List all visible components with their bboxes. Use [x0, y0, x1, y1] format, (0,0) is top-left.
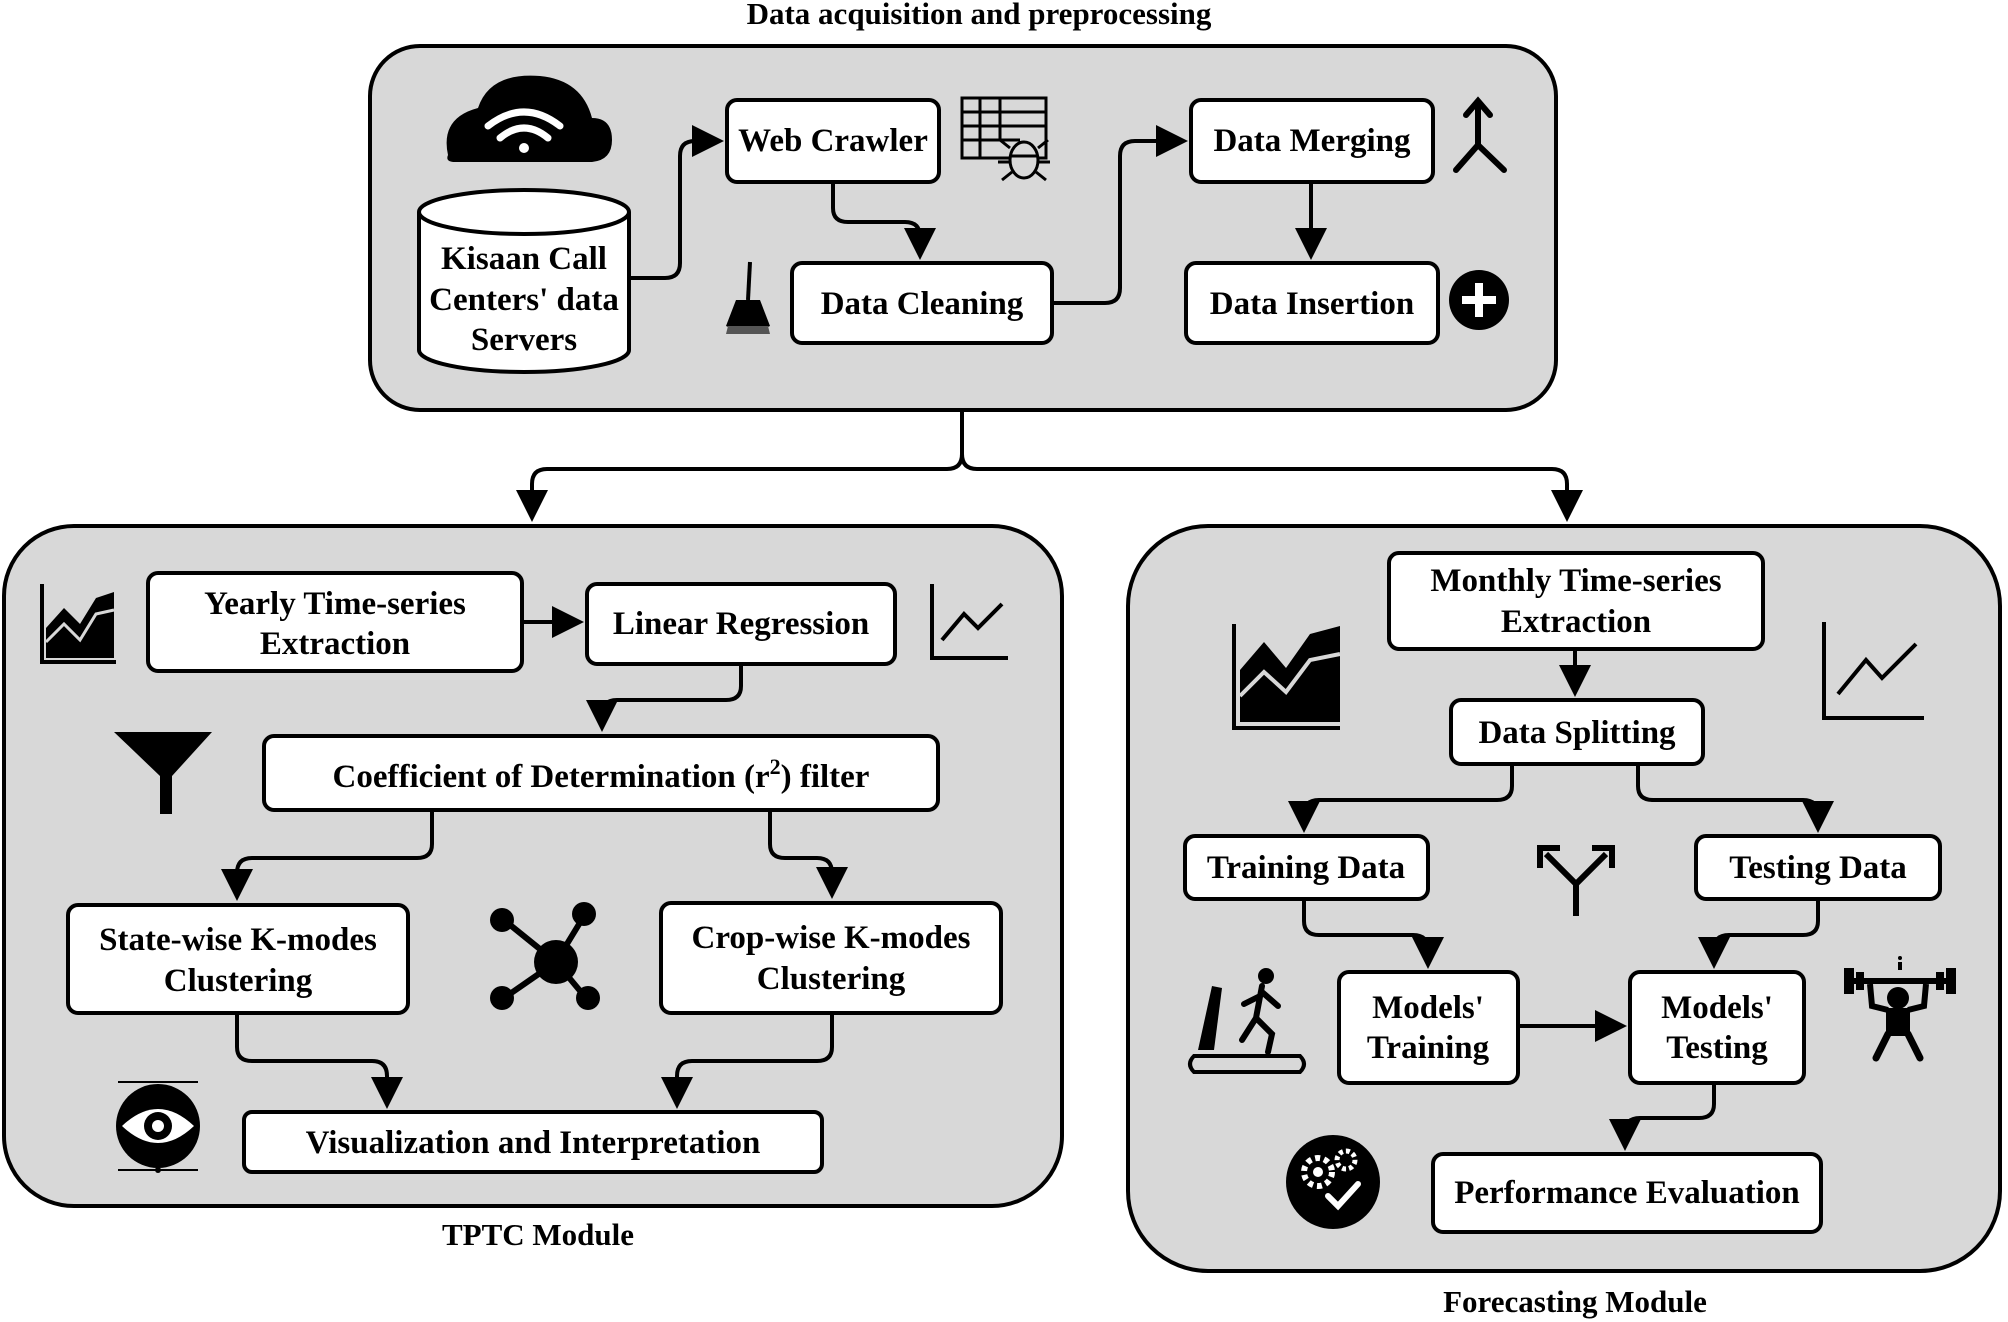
coefficient-filter-label: Coefficient of Determination (r2) filter — [333, 754, 870, 795]
testing-data-box — [1694, 834, 1942, 901]
training-data-box — [1183, 834, 1430, 901]
crop-clustering-box — [659, 901, 1003, 1015]
yearly-extraction-line-1: Yearly Time-series — [204, 586, 466, 622]
linear-regression-box — [585, 582, 897, 666]
servers-line-3: Servers — [471, 322, 577, 358]
area-chart-icon-forecast — [1232, 624, 1341, 730]
gears-check-icon — [1286, 1135, 1380, 1229]
data-merging-label: Data Merging — [1213, 123, 1411, 159]
cloud-wifi-icon — [446, 75, 612, 162]
funnel-icon — [114, 732, 212, 814]
split-arrows-icon — [1537, 845, 1615, 916]
web-crawler-box — [725, 98, 941, 184]
yearly-extraction-line-2: Extraction — [260, 626, 410, 662]
data-splitting-box — [1449, 698, 1705, 766]
data-splitting-label: Data Splitting — [1478, 715, 1676, 751]
line-chart-icon — [930, 584, 1008, 660]
servers-line-2: Centers' data — [429, 282, 619, 318]
line-chart-icon-forecast — [1822, 622, 1924, 720]
arrow-splitting-to-training — [1288, 764, 1514, 833]
arrow-splitting-to-testing — [1636, 764, 1834, 833]
arrow-crop-to-visual — [661, 1013, 834, 1109]
weightlifter-icon — [1844, 956, 1956, 1062]
tptc-title: TPTC Module — [442, 1217, 634, 1252]
arrow-servers-to-crawler — [630, 125, 724, 280]
models-testing-line-1: Models' — [1661, 990, 1773, 1026]
data-cleaning-label: Data Cleaning — [821, 286, 1024, 322]
data-merging-box — [1189, 98, 1435, 184]
arrow-filter-to-state — [221, 811, 434, 901]
broom-icon — [726, 261, 770, 334]
models-training-box — [1337, 970, 1520, 1085]
linear-regression-label: Linear Regression — [613, 606, 869, 642]
arrow-state-to-visual — [235, 1013, 403, 1109]
crop-clustering-line-1: Crop-wise K-modes — [692, 920, 971, 956]
arrow-regression-to-filter — [586, 665, 743, 732]
crop-clustering-line-2: Clustering — [757, 961, 906, 997]
visualization-box — [242, 1110, 824, 1174]
servers-database: Kisaan Call Centers' data Servers — [417, 188, 631, 374]
yearly-extraction-box — [146, 571, 524, 673]
arrow-branch-right — [960, 453, 1583, 522]
state-clustering-box — [66, 903, 410, 1015]
performance-evaluation-label: Performance Evaluation — [1454, 1175, 1800, 1211]
arrow-trainingdata-to-models — [1302, 899, 1444, 969]
data-insertion-label: Data Insertion — [1210, 286, 1414, 322]
network-hub-icon — [490, 902, 600, 1010]
testing-data-label: Testing Data — [1729, 850, 1907, 886]
state-clustering-line-1: State-wise K-modes — [99, 922, 377, 958]
state-clustering-line-2: Clustering — [164, 963, 313, 999]
merge-icon — [1453, 96, 1507, 173]
arrow-filter-to-crop — [768, 811, 848, 899]
spreadsheet-bug-icon — [960, 96, 1050, 182]
arrow-crawler-to-cleaning — [831, 184, 936, 260]
web-crawler-label: Web Crawler — [738, 123, 928, 159]
visualization-label: Visualization and Interpretation — [306, 1125, 761, 1161]
arrow-branch-left — [516, 412, 964, 522]
performance-evaluation-box — [1431, 1152, 1823, 1234]
servers-line-1: Kisaan Call — [441, 241, 607, 277]
arrow-testingdata-to-models — [1698, 899, 1820, 969]
data-insertion-box — [1184, 261, 1440, 345]
tptc-panel — [2, 524, 1064, 1208]
models-training-line-2: Training — [1367, 1030, 1490, 1066]
data-cleaning-box — [790, 261, 1054, 345]
monthly-extraction-line-1: Monthly Time-series — [1430, 563, 1721, 599]
treadmill-runner-icon — [1188, 968, 1306, 1074]
training-data-label: Training Data — [1207, 850, 1405, 886]
models-testing-box — [1628, 970, 1806, 1085]
monthly-extraction-line-2: Extraction — [1501, 604, 1651, 640]
arrow-cleaning-to-merging — [1052, 125, 1188, 305]
acquisition-title: Data acquisition and preprocessing — [747, 0, 1212, 31]
coefficient-filter-box — [262, 734, 940, 812]
forecasting-title: Forecasting Module — [1443, 1284, 1707, 1319]
models-testing-line-2: Testing — [1666, 1030, 1768, 1066]
area-chart-icon — [40, 584, 116, 664]
plus-circle-icon — [1449, 270, 1509, 330]
eye-icon — [116, 1081, 200, 1173]
monthly-extraction-box — [1387, 551, 1765, 651]
database-icon — [417, 212, 631, 374]
models-training-line-1: Models' — [1372, 990, 1484, 1026]
arrow-testing-to-evaluation — [1609, 1083, 1716, 1151]
